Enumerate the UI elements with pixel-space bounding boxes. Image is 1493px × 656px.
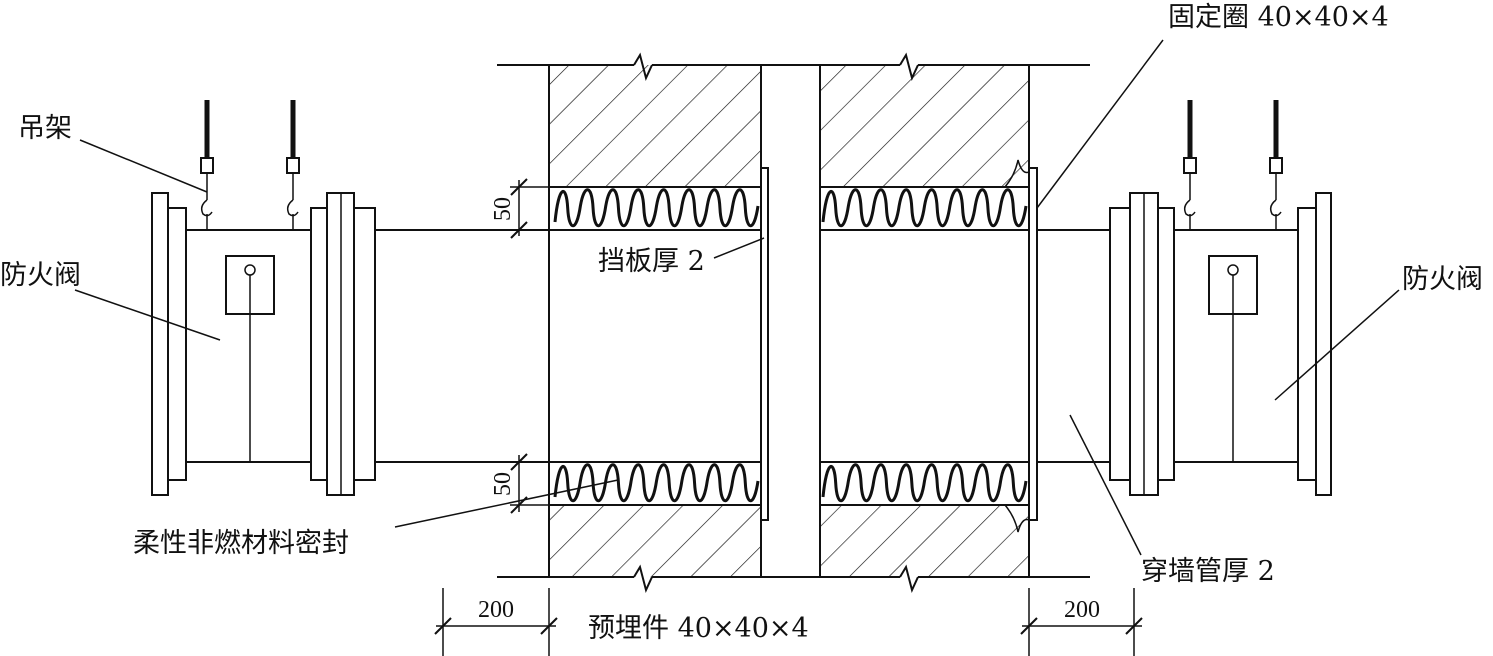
labels: 吊架 防火阀 防火阀 固定圈 40×40×4 挡板厚 2 柔性非燃材料密封 穿墙… (0, 2, 1483, 644)
dim-left-offset-text: 200 (478, 597, 514, 623)
dim-gap-bottom-text: 50 (490, 472, 516, 496)
label-fixing-ring: 固定圈 40×40×4 (1168, 2, 1389, 33)
dimension-gap-top: 50 (490, 178, 549, 239)
label-hanger: 吊架 (18, 113, 72, 144)
label-embedded-part: 预埋件 40×40×4 (588, 613, 809, 644)
dimension-left-offset: 200 (434, 588, 558, 656)
left-fire-damper (151, 192, 376, 496)
dimension-gap-bottom: 50 (490, 453, 549, 514)
wall-sleeve (375, 229, 1110, 463)
dim-gap-top-text: 50 (490, 197, 516, 221)
right-hangers (1183, 100, 1283, 230)
dim-right-offset-text: 200 (1064, 597, 1100, 623)
leader-lines (74, 39, 1400, 556)
flexible-seal (553, 188, 1028, 503)
baffle-plate (760, 167, 769, 521)
wall-structure (497, 52, 1090, 593)
label-wall-sleeve: 穿墙管厚 2 (1141, 556, 1275, 587)
label-seal: 柔性非燃材料密封 (133, 528, 349, 559)
label-fire-damper-right: 防火阀 (1402, 264, 1483, 295)
dimension-right-offset: 200 (1020, 588, 1143, 656)
right-fire-damper (1109, 192, 1332, 496)
left-hangers (200, 100, 300, 230)
fixing-ring-plate (1028, 167, 1038, 521)
label-fire-damper-left: 防火阀 (0, 260, 81, 291)
label-baffle: 挡板厚 2 (598, 246, 705, 277)
